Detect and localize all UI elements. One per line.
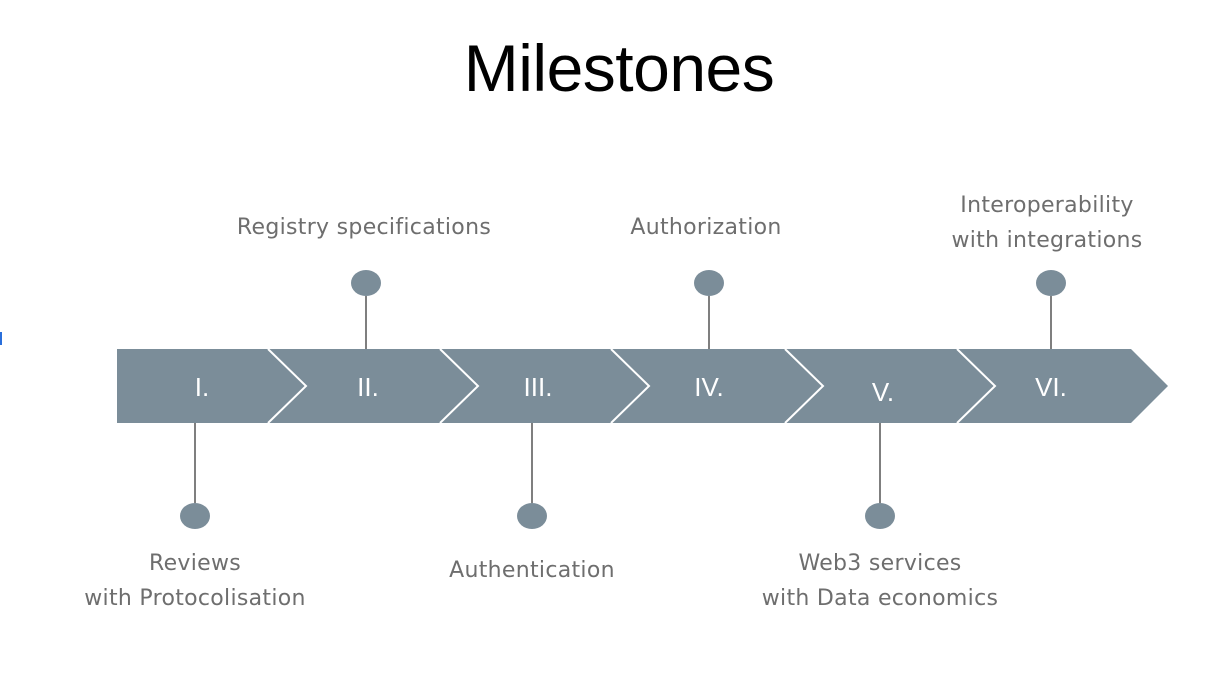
chevron-separator — [267, 348, 308, 424]
milestone-5-numeral: V. — [872, 377, 894, 407]
chevron-separator — [439, 348, 480, 424]
milestone-2-dot — [351, 270, 381, 296]
chevron-separator — [610, 348, 651, 424]
timeline-arrow-body — [117, 349, 1168, 423]
milestone-6-dot — [1036, 270, 1066, 296]
milestone-5-label-line-1: Web3 services — [798, 551, 962, 576]
milestone-3-dot — [517, 503, 547, 529]
milestone-4-label-line-1: Authorization — [630, 215, 782, 240]
milestone-2-numeral: II. — [357, 372, 379, 402]
milestone-4-dot — [694, 270, 724, 296]
milestone-6-label-line-2: with integrations — [951, 228, 1143, 253]
milestone-2-label: Registry specifications — [237, 210, 491, 245]
milestone-1-label-line-2: with Protocolisation — [84, 586, 306, 611]
milestone-4-numeral: IV. — [694, 372, 723, 402]
milestone-6-label: Interoperability with integrations — [951, 188, 1142, 258]
milestone-1-dot — [180, 503, 210, 529]
milestone-6-label-line-1: Interoperability — [960, 193, 1134, 218]
milestone-2-label-line-1: Registry specifications — [236, 215, 492, 240]
milestone-3-label: Authentication — [449, 553, 615, 588]
milestone-4-label: Authorization — [630, 210, 781, 245]
edge-marker — [0, 332, 2, 345]
milestone-3-numeral: III. — [524, 372, 553, 402]
milestone-1-label: Reviews with Protocolisation — [84, 546, 306, 616]
milestone-1-numeral: I. — [195, 372, 209, 402]
chevron-separator — [784, 348, 825, 424]
milestone-5-label: Web3 services with Data economics — [762, 546, 999, 616]
page-title: Milestones — [463, 31, 775, 105]
milestone-5-label-line-2: with Data economics — [761, 586, 999, 611]
milestone-6-numeral: VI. — [1035, 372, 1067, 402]
milestone-5-dot — [865, 503, 895, 529]
milestone-3-label-line-1: Authentication — [449, 558, 615, 583]
chevron-separator — [956, 348, 997, 424]
milestone-1-label-line-1: Reviews — [148, 551, 242, 576]
